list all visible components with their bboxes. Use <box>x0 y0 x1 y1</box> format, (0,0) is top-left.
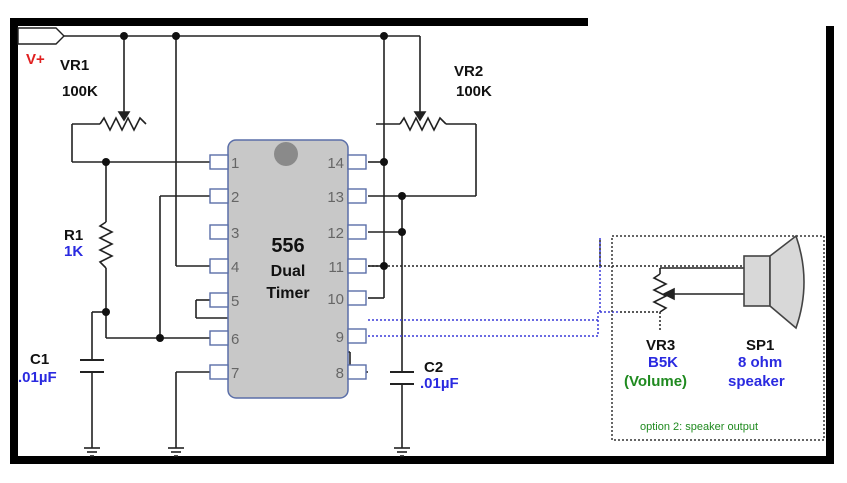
sp1-name: SP1 <box>746 337 774 354</box>
frame-left <box>10 18 18 464</box>
vr1-wiper-arrow <box>117 111 131 122</box>
vr3-value: B5K <box>648 354 678 371</box>
r1-value: 1K <box>64 243 83 260</box>
vr1-zigzag <box>99 116 147 132</box>
dotted-wires <box>368 235 825 441</box>
ground-symbols <box>84 447 410 457</box>
c1-value: .01µF <box>18 369 57 386</box>
frame-top <box>10 18 834 26</box>
vr3-note: (Volume) <box>624 373 687 390</box>
r1-name: R1 <box>64 227 83 244</box>
vr3-wiper-arrow <box>662 287 675 301</box>
pin-number: 11 <box>328 259 344 276</box>
vr3-name: VR3 <box>646 337 675 354</box>
wires <box>62 35 744 448</box>
ic-line1: Dual <box>271 263 306 280</box>
junction-dots <box>102 32 406 342</box>
pin-number: 6 <box>231 331 239 348</box>
ic-pin-numbers: 1 2 3 4 5 6 7 14 13 12 11 10 9 8 <box>231 155 344 382</box>
pin-number: 1 <box>231 155 239 172</box>
capacitors <box>80 359 414 385</box>
pin-number: 2 <box>231 189 239 206</box>
frame-bottom <box>10 456 834 464</box>
option-box-caption: option 2: speaker output <box>640 421 758 433</box>
ic-pin-pads <box>209 154 367 380</box>
sp1-value: 8 ohm <box>738 354 782 371</box>
vr2-name: VR2 <box>454 63 483 80</box>
supply-terminal <box>17 27 65 45</box>
sp1-note: speaker <box>728 373 785 390</box>
ground-icon <box>168 447 184 457</box>
supply-label: V+ <box>26 51 45 68</box>
vr2-value: 100K <box>456 83 492 100</box>
ic-notch <box>274 142 298 166</box>
c2-name: C2 <box>424 359 443 376</box>
r1-zigzag <box>98 221 114 269</box>
pin-number: 7 <box>231 365 239 382</box>
ground-icon <box>394 447 410 457</box>
pin-number: 9 <box>336 329 344 346</box>
pin-number: 13 <box>327 189 344 206</box>
pin-number: 8 <box>336 365 344 382</box>
pin-number: 10 <box>327 291 344 308</box>
ground-icon <box>84 447 100 457</box>
ic-line2: Timer <box>266 285 309 302</box>
vr3-zigzag <box>652 273 668 313</box>
pin-number: 4 <box>231 259 239 276</box>
ic-part-number: 556 <box>271 235 304 257</box>
pin-number: 3 <box>231 225 239 242</box>
frame-right <box>826 18 834 464</box>
pin-number: 12 <box>327 225 344 242</box>
vr2-wiper-arrow <box>413 111 427 122</box>
speaker-icon <box>743 234 805 330</box>
pin-number: 5 <box>231 293 239 310</box>
vr2-zigzag <box>399 116 447 132</box>
c2-value: .01µF <box>420 375 459 392</box>
c1-name: C1 <box>30 351 49 368</box>
option-box <box>611 235 825 441</box>
vr1-name: VR1 <box>60 57 89 74</box>
vr1-value: 100K <box>62 83 98 100</box>
pin-number: 14 <box>327 155 344 172</box>
